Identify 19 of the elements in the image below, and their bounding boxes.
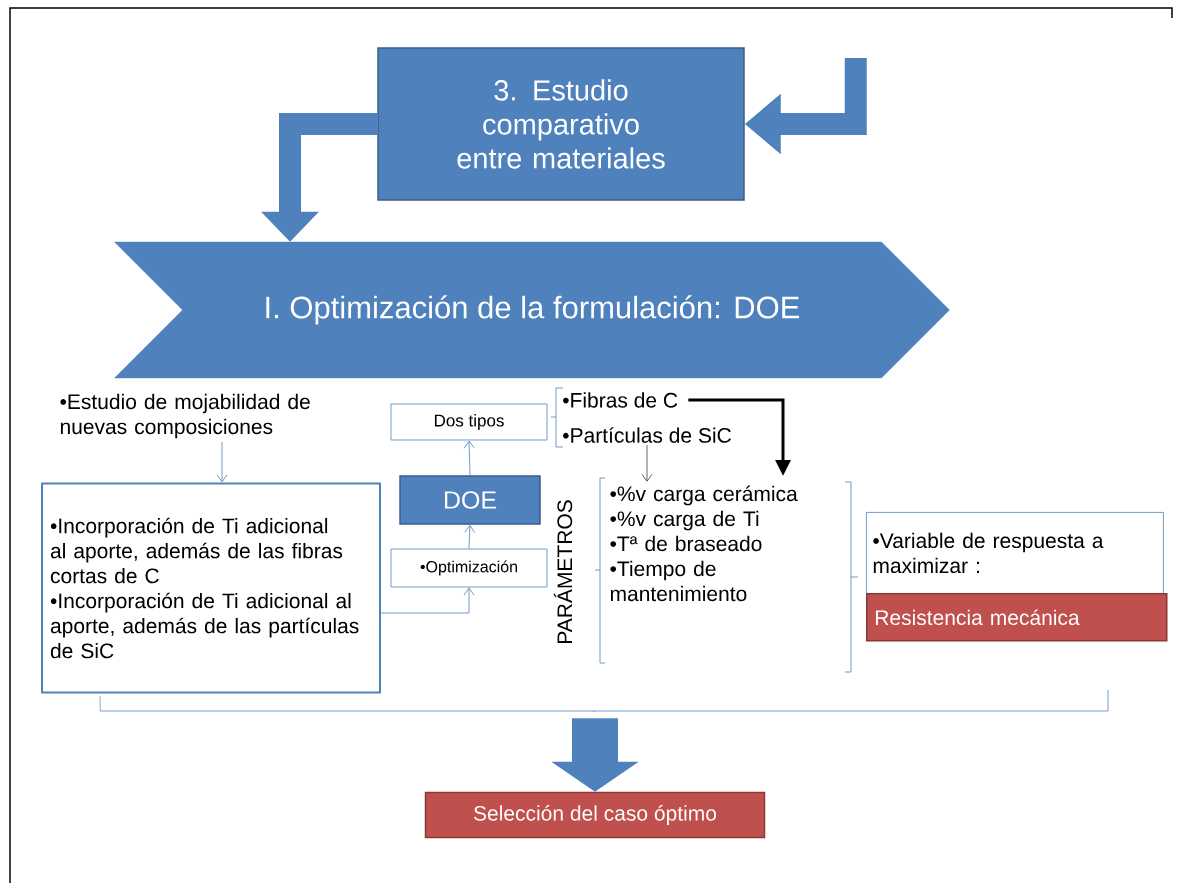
arrow bbox=[641, 444, 653, 482]
bullet-text: •Estudio de mojabilidad de nuevas composiciones bbox=[60, 393, 310, 439]
bullet-text: •Partículas de SiC bbox=[563, 427, 731, 443]
vertical-label: PARÁMETROS bbox=[553, 500, 573, 643]
result-box: Selección del caso óptimo bbox=[424, 791, 766, 839]
text-box: •Incorporación de Ti adicional al aporte, además de las fibras cortas de C •Incorporación de Ti adicional al aporte, además de las partículas de SiC bbox=[41, 482, 381, 694]
brace bbox=[99, 690, 1109, 713]
label-box: •Optimización bbox=[390, 548, 548, 588]
bullet-list: •%v carga cerámica •%v carga de Ti •Tª de braseado •Tiempo de mantenimiento bbox=[610, 485, 798, 602]
result-box: Resistencia mecánica bbox=[866, 593, 1168, 642]
chevron-banner: I. Optimización de la formulación: DOE bbox=[114, 241, 950, 379]
label-box: Dos tipos bbox=[390, 403, 548, 441]
bullet-text: •Fibras de C bbox=[563, 392, 678, 408]
arrow bbox=[463, 440, 475, 476]
arrow bbox=[380, 587, 475, 614]
process-box: DOE bbox=[399, 475, 541, 525]
arrow bbox=[464, 525, 476, 549]
arrow bbox=[216, 441, 228, 483]
process-box: 3. Estudio comparativo entre materiales bbox=[377, 47, 745, 201]
